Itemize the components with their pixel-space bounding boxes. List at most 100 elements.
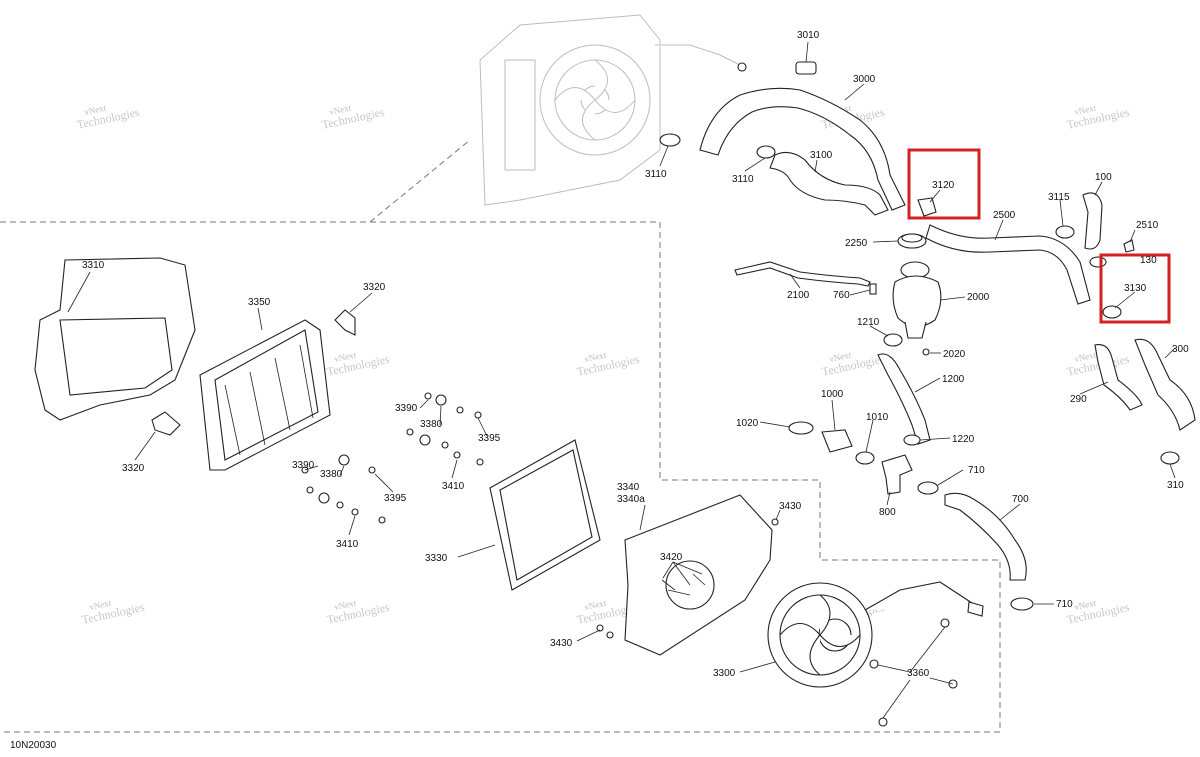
callout-3340a: 3340a [617, 494, 645, 505]
assembly-outline [0, 139, 1001, 733]
svg-text:vNext: vNext [1073, 102, 1097, 116]
clamp-3110a [659, 133, 681, 147]
hose-1200 [877, 353, 931, 445]
callout-1220: 1220 [952, 434, 975, 445]
clamp-1210 [883, 333, 903, 347]
callout-3110a: 3110 [645, 169, 667, 180]
callout-710b: 710 [1056, 599, 1073, 610]
hose-700 [944, 492, 1027, 581]
part-100 [1082, 192, 1103, 250]
clamp-1020 [788, 421, 814, 435]
clamp-3110b [756, 145, 776, 159]
callout-3110b: 3110 [732, 174, 754, 185]
callout-3395a: 3395 [478, 433, 501, 444]
clamp-710a [917, 481, 939, 495]
callout-3390a: 3390 [395, 403, 418, 414]
clamp-310 [1160, 451, 1180, 465]
svg-text:vNext: vNext [828, 349, 852, 363]
part-760 [869, 283, 877, 295]
hose-300 [1134, 338, 1196, 431]
part-130 [1089, 256, 1107, 268]
hose-2500 [925, 224, 1091, 305]
callout-130: 130 [1140, 255, 1157, 266]
ghost-fan-assembly [479, 14, 747, 206]
callout-3310: 3310 [82, 260, 105, 271]
figure-id: 10N20030 [10, 740, 57, 751]
callout-1020: 1020 [736, 418, 759, 429]
tee-800 [881, 454, 913, 495]
reservoir-2000 [892, 261, 942, 356]
callout-3120: 3120 [932, 180, 955, 191]
callout-300: 300 [1172, 344, 1189, 355]
callout-2250: 2250 [845, 238, 868, 249]
callout-3410a: 3410 [442, 481, 465, 492]
callout-3390b: 3390 [292, 460, 315, 471]
callout-3410b: 3410 [336, 539, 359, 550]
leader-lines [67, 41, 1176, 719]
svg-text:vNext: vNext [83, 102, 107, 116]
callout-1200: 1200 [942, 374, 965, 385]
seal-3330 [489, 439, 601, 591]
callout-3430a: 3430 [779, 501, 802, 512]
fasteners-3380-3410 [301, 392, 484, 524]
bracket-3320a [334, 309, 356, 336]
callout-800: 800 [879, 507, 896, 518]
studs-3420 [661, 573, 706, 596]
callout-3350: 3350 [248, 297, 271, 308]
clamp-3130 [1102, 305, 1122, 319]
callout-100: 100 [1095, 172, 1112, 183]
svg-text:vNext: vNext [328, 102, 352, 116]
hose-3100 [659, 133, 889, 216]
svg-text:vNext: vNext [1073, 597, 1097, 611]
callout-700: 700 [1012, 494, 1029, 505]
callout-3300: 3300 [713, 668, 736, 679]
callout-710a: 710 [968, 465, 985, 476]
bracket-3320b [151, 411, 181, 436]
callout-3010: 3010 [797, 30, 820, 41]
callout-3000: 3000 [853, 74, 876, 85]
highlight-box-3130 [1099, 253, 1171, 324]
clamp-3115 [1055, 225, 1075, 239]
cap-2250 [897, 233, 927, 249]
highlight-box-3120 [907, 148, 981, 220]
clamp-1010 [855, 451, 875, 465]
callout-labels: 3010 3000 3110 3110 3100 3120 3115 100 2… [82, 30, 1189, 679]
callout-1000: 1000 [821, 389, 844, 400]
callout-3395b: 3395 [384, 493, 407, 504]
callout-2100: 2100 [787, 290, 810, 301]
callout-760: 760 [833, 290, 850, 301]
fan-3300 [767, 581, 984, 688]
callout-2020: 2020 [943, 349, 966, 360]
callout-3360: 3360 [907, 668, 930, 679]
callout-310: 310 [1167, 480, 1184, 491]
clamp-1220 [903, 434, 921, 446]
radiator-3350 [199, 319, 331, 471]
clamp-3010 [795, 61, 817, 75]
callout-3430b: 3430 [550, 638, 573, 649]
callout-2500: 2500 [993, 210, 1016, 221]
svg-text:vNext: vNext [583, 349, 607, 363]
callout-3420: 3420 [660, 552, 683, 563]
callout-3320b: 3320 [122, 463, 145, 474]
callout-1210: 1210 [857, 317, 880, 328]
clamp-3120 [917, 197, 937, 217]
svg-text:vNext: vNext [333, 349, 357, 363]
callout-3100: 3100 [810, 150, 833, 161]
shroud-3310 [34, 257, 196, 421]
part-2510 [1123, 239, 1135, 253]
callout-3380b: 3380 [320, 469, 343, 480]
callout-2000: 2000 [967, 292, 990, 303]
clamp-710b [1010, 597, 1034, 611]
callout-2510: 2510 [1136, 220, 1159, 231]
callout-3130: 3130 [1124, 283, 1147, 294]
hose-290 [1094, 343, 1143, 411]
callout-3115: 3115 [1048, 192, 1070, 203]
callout-3320a: 3320 [363, 282, 386, 293]
callout-3330: 3330 [425, 553, 448, 564]
callout-1010: 1010 [866, 412, 889, 423]
fitting-1000 [821, 429, 853, 453]
svg-text:vNext: vNext [333, 597, 357, 611]
svg-text:vNext: vNext [583, 597, 607, 611]
